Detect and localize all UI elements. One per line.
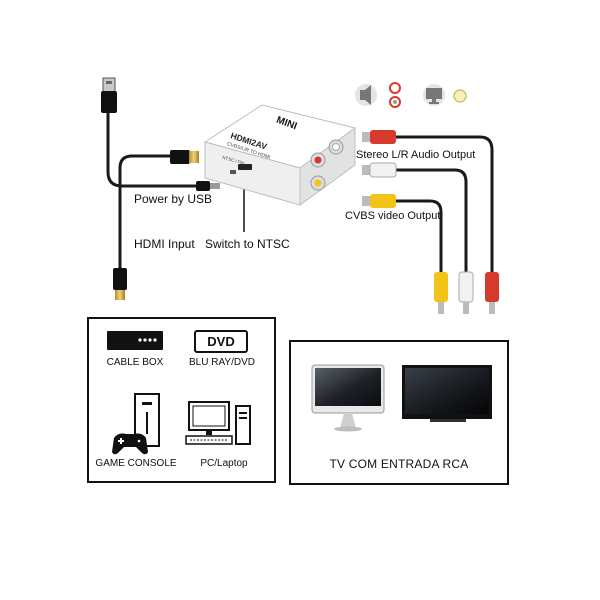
game-console-label: GAME CONSOLE — [95, 458, 177, 469]
usb-plug-icon — [101, 77, 117, 113]
rca-plug-red-vertical — [485, 272, 499, 314]
bluray-label: BLU RAY/DVD — [189, 357, 255, 368]
rca-cable-white — [395, 168, 468, 275]
rca-cable-yellow — [395, 199, 443, 275]
video-port-icon — [453, 89, 467, 103]
dvd-badge: DVD — [194, 330, 248, 353]
audio-output-label: Stereo L/R Audio Output — [356, 149, 476, 161]
game-console-icon — [112, 393, 160, 455]
rca-plug-white-vertical — [458, 271, 474, 314]
cable-box-icon — [107, 331, 163, 350]
hdmi-input-plug-icon — [113, 268, 127, 300]
hdmi-plug-icon — [170, 150, 199, 164]
rca-plug-yellow-vertical — [434, 272, 448, 314]
audio-port-icon — [389, 82, 401, 108]
monitor-icon — [423, 84, 445, 106]
hdmi-cable — [118, 154, 172, 270]
power-plug-icon — [196, 181, 220, 191]
hdmi-input-label: HDMI Input — [134, 237, 195, 251]
usb-cable — [106, 112, 200, 188]
flat-tv-icon — [402, 365, 492, 422]
cable-box-label: CABLE BOX — [106, 357, 164, 368]
rca-plug-yellow-horizontal — [362, 194, 396, 208]
rca-ports — [310, 139, 344, 191]
tv-caption: TV COM ENTRADA RCA — [329, 457, 469, 471]
power-label: Power by USB — [134, 192, 213, 206]
video-output-label: CVBS video Output — [345, 210, 441, 222]
rca-cable-red — [395, 135, 494, 275]
pc-icon — [185, 401, 251, 445]
pc-label: PC/Laptop — [200, 458, 248, 469]
rca-plug-white-horizontal — [362, 162, 397, 178]
speaker-icon — [355, 84, 377, 106]
switch-label: Switch to NTSC — [205, 237, 290, 251]
monitor-screen-icon — [311, 364, 385, 432]
rca-plug-red-horizontal — [362, 130, 396, 144]
